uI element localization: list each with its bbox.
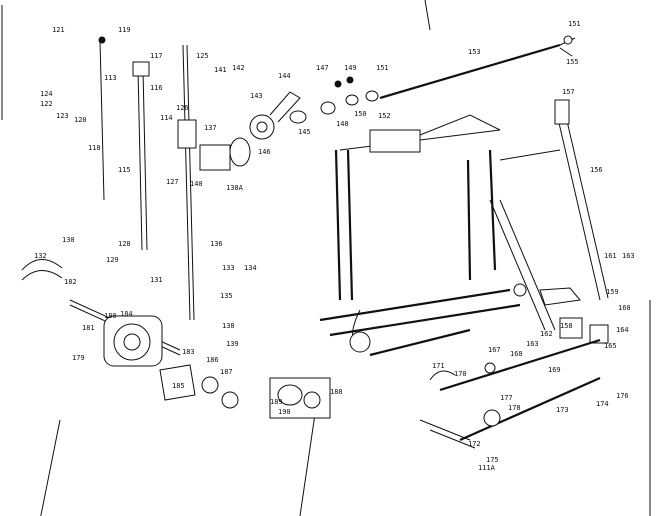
- label-131: 131: [150, 276, 163, 284]
- label-134: 134: [244, 264, 257, 272]
- label-186: 186: [206, 356, 219, 364]
- label-168: 168: [510, 350, 523, 358]
- label-117: 117: [150, 52, 163, 60]
- label-170: 170: [454, 370, 467, 378]
- label-176: 176: [616, 392, 629, 400]
- label-174: 174: [596, 400, 609, 408]
- label-116: 116: [150, 84, 163, 92]
- label-149: 149: [344, 64, 357, 72]
- label-163b: 163: [526, 340, 539, 348]
- label-133: 133: [222, 264, 235, 272]
- label-155: 155: [566, 58, 579, 66]
- label-181: 181: [82, 324, 95, 332]
- label-171: 171: [432, 362, 445, 370]
- label-143: 143: [250, 92, 263, 100]
- label-144: 144: [278, 72, 291, 80]
- label-187: 187: [220, 368, 233, 376]
- label-190: 190: [278, 408, 291, 416]
- presser-bar: [177, 44, 231, 321]
- label-172: 172: [468, 440, 481, 448]
- machine-frame: [319, 114, 561, 357]
- label-128: 128: [118, 240, 131, 248]
- bushings: [289, 76, 379, 124]
- label-152: 152: [378, 112, 391, 120]
- needle-bar: [98, 36, 150, 251]
- main-shaft: [379, 35, 576, 100]
- label-130: 130: [62, 236, 75, 244]
- label-121: 121: [52, 26, 65, 34]
- label-122: 122: [40, 100, 53, 108]
- label-119: 119: [118, 26, 131, 34]
- label-159: 159: [606, 288, 619, 296]
- label-163: 163: [622, 252, 635, 260]
- label-141: 141: [214, 66, 227, 74]
- label-135: 135: [220, 292, 233, 300]
- label-169: 169: [548, 366, 561, 374]
- label-139: 139: [226, 340, 239, 348]
- label-120: 120: [74, 116, 87, 124]
- label-129: 129: [106, 256, 119, 264]
- label-126: 126: [176, 104, 189, 112]
- label-118: 118: [88, 144, 101, 152]
- label-136: 136: [210, 240, 223, 248]
- label-180: 180: [104, 312, 117, 320]
- label-162: 162: [540, 330, 553, 338]
- label-178: 178: [508, 404, 521, 412]
- bobbin-assembly: [21, 259, 239, 409]
- label-173: 173: [556, 406, 569, 414]
- label-145: 145: [298, 128, 311, 136]
- label-160: 160: [618, 304, 631, 312]
- label-184: 184: [120, 310, 133, 318]
- label-167: 167: [488, 346, 501, 354]
- label-156: 156: [590, 166, 603, 174]
- label-183: 183: [182, 348, 195, 356]
- label-179: 179: [72, 354, 85, 362]
- label-142: 142: [232, 64, 245, 72]
- label-150: 150: [354, 110, 367, 118]
- label-177: 177: [500, 394, 513, 402]
- label-125: 125: [196, 52, 209, 60]
- label-151b: 151: [376, 64, 389, 72]
- label-153: 153: [468, 48, 481, 56]
- label-137: 137: [204, 124, 217, 132]
- label-138A: 138A: [226, 184, 244, 192]
- label-185: 185: [172, 382, 185, 390]
- label-113: 113: [104, 74, 117, 82]
- label-188: 188: [330, 388, 343, 396]
- label-165: 165: [604, 342, 617, 350]
- frame-lines: [1, 0, 651, 516]
- label-115: 115: [118, 166, 131, 174]
- label-147: 147: [316, 64, 329, 72]
- label-111A: 111A: [478, 464, 496, 472]
- label-164: 164: [616, 326, 629, 334]
- label-114: 114: [160, 114, 173, 122]
- label-148: 148: [336, 120, 349, 128]
- label-161: 161: [604, 252, 617, 260]
- label-124: 124: [40, 90, 53, 98]
- crank-assembly: [229, 91, 301, 167]
- detail-inset: [269, 377, 331, 419]
- label-123: 123: [56, 112, 69, 120]
- label-138: 138: [222, 322, 235, 330]
- label-146: 146: [258, 148, 271, 156]
- label-182: 182: [64, 278, 77, 286]
- label-151: 151: [568, 20, 581, 28]
- label-127: 127: [166, 178, 179, 186]
- right-linkage: [419, 99, 609, 449]
- label-189: 189: [270, 398, 283, 406]
- label-132: 132: [34, 252, 47, 260]
- label-175: 175: [486, 456, 499, 464]
- label-157: 157: [562, 88, 575, 96]
- callout-labels: 151 155 153 152 151 150 145 148 149 147 …: [34, 20, 635, 472]
- label-140: 140: [190, 180, 203, 188]
- label-158: 158: [560, 322, 573, 330]
